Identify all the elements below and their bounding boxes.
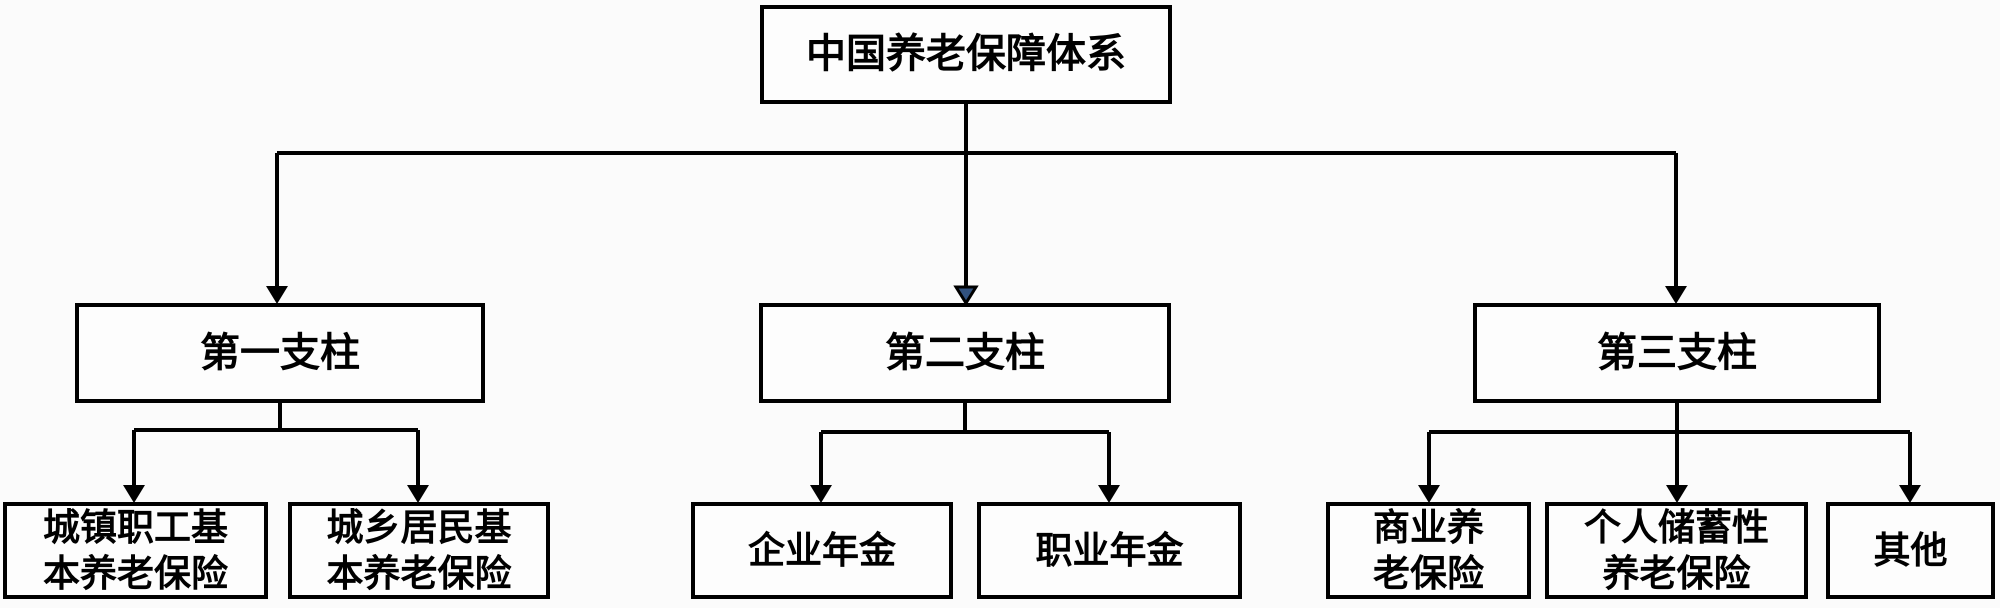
arrow-down-icon bbox=[407, 485, 429, 503]
node-label-line: 老保险 bbox=[1373, 552, 1484, 594]
node-personal-savings-pension-insurance: 个人储蓄性 养老保险 bbox=[1545, 502, 1808, 599]
node-label: 第一支柱 bbox=[200, 330, 360, 375]
arrow-down-icon bbox=[1666, 485, 1688, 503]
arrow-down-icon bbox=[123, 485, 145, 503]
node-label-line: 商业养 bbox=[1373, 507, 1484, 549]
node-label-line: 养老保险 bbox=[1602, 552, 1751, 594]
node-root-pension-system: 中国养老保障体系 bbox=[760, 5, 1172, 104]
pillar1-connectors bbox=[123, 403, 429, 503]
node-label: 第三支柱 bbox=[1597, 330, 1757, 375]
arrow-down-accent-icon bbox=[953, 285, 979, 306]
arrow-down-icon bbox=[1899, 485, 1921, 503]
level1-connectors bbox=[266, 103, 1687, 306]
node-first-pillar: 第一支柱 bbox=[75, 303, 485, 403]
arrow-down-icon bbox=[1418, 485, 1440, 503]
arrow-down-icon bbox=[1665, 286, 1687, 304]
node-label: 第二支柱 bbox=[885, 330, 1045, 375]
node-second-pillar: 第二支柱 bbox=[759, 303, 1171, 403]
node-label-line: 其他 bbox=[1873, 529, 1948, 571]
node-occupational-annuity: 职业年金 bbox=[977, 502, 1242, 599]
node-label-line: 本养老保险 bbox=[326, 552, 512, 594]
node-label-line: 个人储蓄性 bbox=[1584, 507, 1769, 549]
node-third-pillar: 第三支柱 bbox=[1473, 303, 1881, 403]
node-urban-rural-resident-basic-pension: 城乡居民基 本养老保险 bbox=[288, 502, 550, 599]
node-label-line: 本养老保险 bbox=[43, 552, 228, 594]
pillar3-connectors bbox=[1418, 403, 1921, 503]
pillar2-connectors bbox=[810, 403, 1120, 503]
node-label-line: 企业年金 bbox=[748, 529, 896, 571]
node-urban-employee-basic-pension: 城镇职工基 本养老保险 bbox=[3, 502, 268, 599]
node-enterprise-annuity: 企业年金 bbox=[691, 502, 953, 599]
node-label-line: 职业年金 bbox=[1035, 529, 1184, 571]
node-label-line: 城乡居民基 bbox=[326, 507, 512, 549]
node-other: 其他 bbox=[1826, 502, 1995, 599]
node-label: 中国养老保障体系 bbox=[806, 32, 1126, 77]
arrow-down-icon bbox=[810, 485, 832, 503]
arrow-down-icon bbox=[266, 286, 288, 304]
node-label-line: 城镇职工基 bbox=[43, 507, 228, 549]
arrow-down-icon bbox=[1098, 485, 1120, 503]
node-commercial-pension-insurance: 商业养 老保险 bbox=[1326, 502, 1531, 599]
